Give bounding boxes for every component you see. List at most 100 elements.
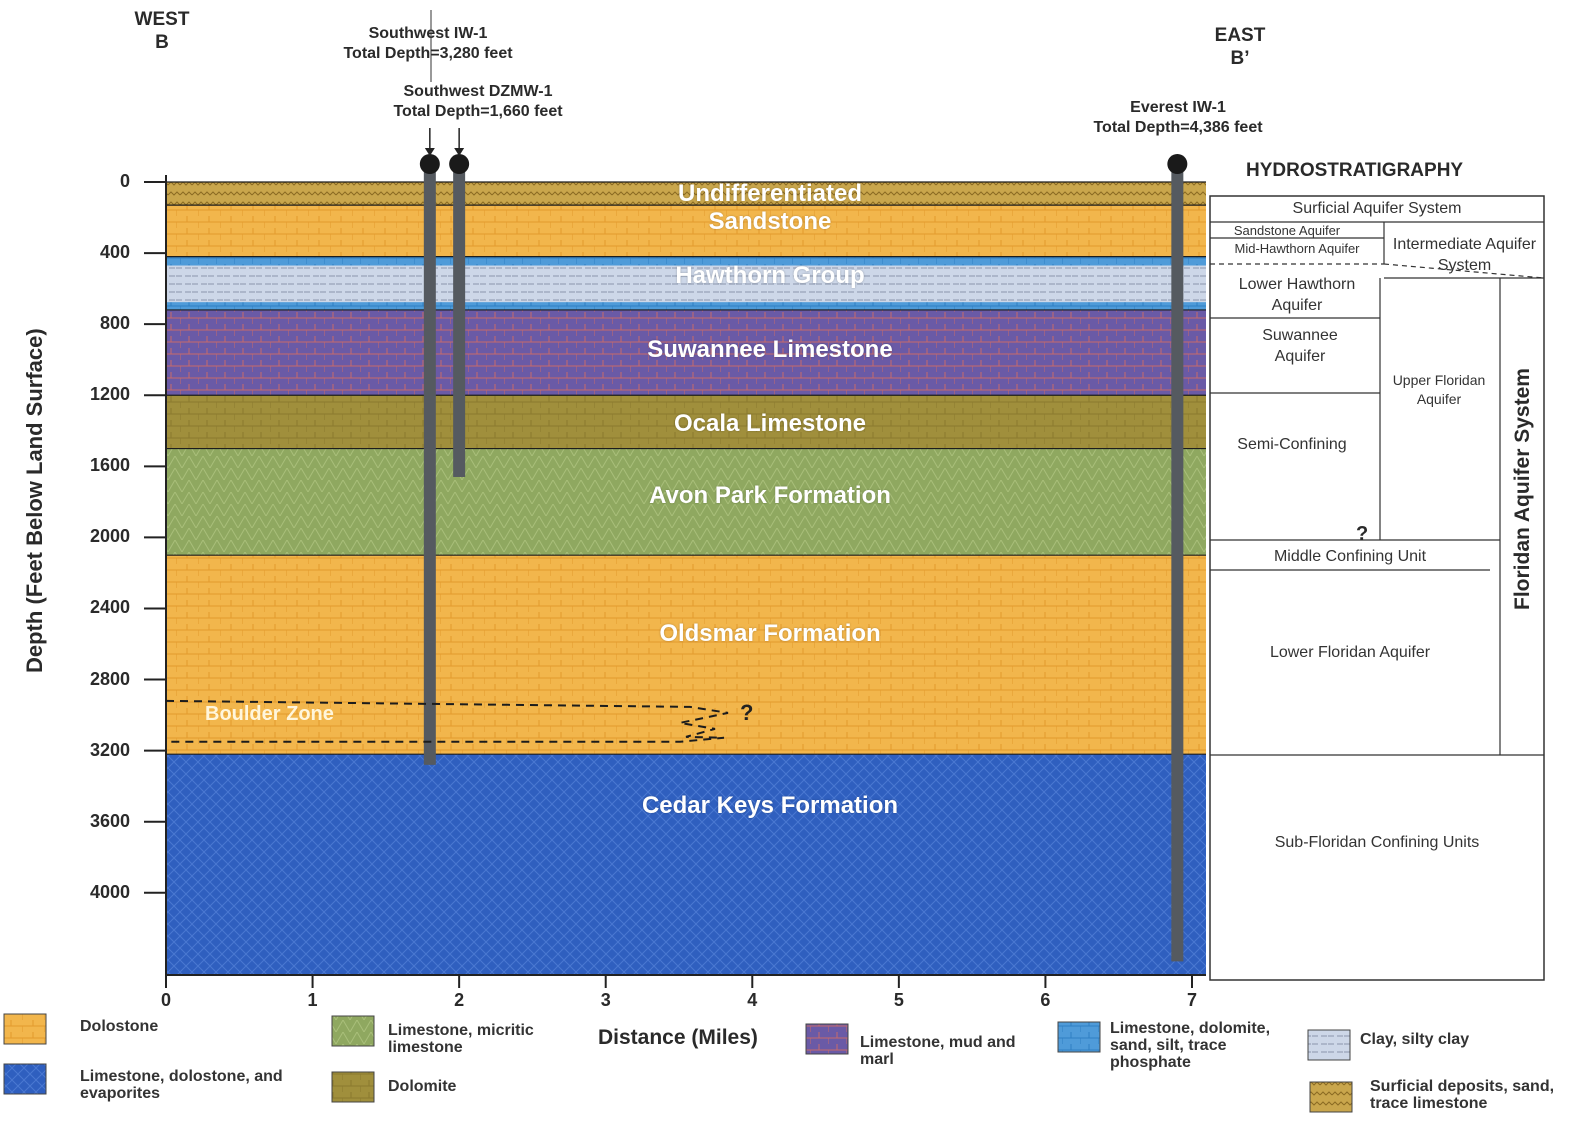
- legend-label-evaporites: Limestone, dolostone, and evaporites: [80, 1068, 283, 1102]
- well-name: Southwest DZMW-1: [403, 83, 553, 100]
- hydrostratigraphy-table: [1209, 195, 1545, 981]
- y-tick-label: 0: [119, 171, 130, 191]
- west-dir: WEST: [134, 9, 190, 30]
- x-tick-label: 3: [600, 990, 611, 1010]
- legend-label-phosphate: Limestone, dolomite, sand, silt, trace p…: [1110, 1020, 1271, 1071]
- hydro-title: HYDROSTRATIGRAPHY: [1246, 160, 1464, 181]
- x-tick-label: 7: [1186, 990, 1197, 1010]
- well-label-sw-dzmw1: Southwest DZMW-1 Total Depth=1,660 feet: [368, 82, 588, 122]
- y-tick-label: 4000: [89, 881, 130, 902]
- legend-swatch-dolomite: [331, 1071, 375, 1103]
- layer-sandstone: [166, 205, 1206, 257]
- layer-label-undifferentiated: Undifferentiated: [677, 180, 862, 207]
- legend-label-surficial: Surficial deposits, sand, trace limeston…: [1370, 1078, 1555, 1112]
- legend-swatches: [3, 1013, 1353, 1113]
- layer-label-ocala-limestone: Ocala Limestone: [673, 410, 867, 437]
- hydro-semi-confining: Semi-Confining: [1237, 436, 1347, 453]
- well-depth: Total Depth=3,280 feet: [343, 45, 513, 62]
- hydro-sandstone-aquifer: Sandstone Aquifer: [1233, 223, 1341, 238]
- y-tick-label: 3200: [89, 739, 130, 760]
- west-section-letter: B: [155, 32, 169, 53]
- hydro-lower-floridan: Lower Floridan Aquifer: [1269, 644, 1431, 661]
- hydro-mid-hawthorn: Mid-Hawthorn Aquifer: [1234, 241, 1360, 256]
- legend-label-clay: Clay, silty clay: [1360, 1031, 1470, 1048]
- east-label: EAST B’: [1200, 24, 1280, 70]
- legend-swatch-marl: [805, 1023, 849, 1055]
- layer-suwannee-limestone: [166, 309, 1206, 396]
- legend-swatch-dolostone: [3, 1013, 47, 1045]
- x-tick-label: 0: [160, 990, 171, 1010]
- legend-swatch-evaporites: [3, 1063, 47, 1095]
- hydro-intermediate: Intermediate Aquifer System: [1392, 236, 1537, 274]
- well-arrowhead: [454, 148, 465, 156]
- x-tick-label: 6: [1040, 990, 1051, 1010]
- axes: [144, 175, 1206, 988]
- legend-label-dolostone: Dolostone: [80, 1018, 159, 1035]
- well-name: Southwest IW-1: [368, 25, 488, 42]
- hydro-upper-floridan: Upper Floridan Aquifer: [1392, 372, 1486, 407]
- boulder-zone-question: ?: [740, 700, 754, 725]
- well-label-sw-iw1: Southwest IW-1 Total Depth=3,280 feet: [318, 24, 538, 64]
- legend-label-dolomite: Dolomite: [388, 1078, 457, 1095]
- y-tick-label: 2000: [89, 526, 130, 547]
- legend-swatch-phosphate: [1057, 1021, 1101, 1053]
- well-bores: [419, 10, 1188, 962]
- east-section-letter: B’: [1230, 48, 1250, 69]
- boulder-zone: [165, 699, 729, 743]
- legend-swatch-micritic: [331, 1015, 375, 1047]
- east-dir: EAST: [1214, 25, 1266, 46]
- y-tick-label: 3600: [89, 810, 130, 831]
- hydro-table-frame: [1209, 195, 1545, 981]
- legend-swatch-clay: [1307, 1029, 1351, 1061]
- legend-label-marl: Limestone, mud and marl: [860, 1034, 1016, 1068]
- hydro-surficial: Surficial Aquifer System: [1292, 200, 1462, 217]
- layer-cedar-keys-formation: [166, 754, 1206, 975]
- well-depth: Total Depth=4,386 feet: [1093, 119, 1263, 136]
- well-arrowhead: [424, 148, 435, 156]
- layer-label-cedar-keys-formation: Cedar Keys Formation: [641, 792, 899, 819]
- layer-label-oldsmar-formation: Oldsmar Formation: [659, 620, 881, 647]
- well-head: [419, 154, 440, 174]
- hydro-floridan-system: Floridan Aquifer System: [1511, 368, 1534, 610]
- hydro-sub-floridan: Sub-Floridan Confining Units: [1274, 834, 1480, 851]
- boulder-zone-label: Boulder Zone: [205, 703, 334, 725]
- layer-avon-park-formation: [166, 448, 1206, 556]
- hydro-lower-hawthorn: Lower Hawthorn Aquifer: [1238, 276, 1356, 314]
- layer-label-sandstone: Sandstone: [708, 208, 832, 235]
- layer-polygons: [166, 181, 1206, 975]
- x-tick-label: 4: [747, 990, 758, 1010]
- y-tick-label: 2800: [89, 668, 130, 689]
- x-tick-label: 1: [307, 990, 318, 1010]
- layer-ocala-limestone: [166, 395, 1206, 449]
- layer-label-hawthorn-group: Hawthorn Group: [675, 262, 865, 289]
- well-head: [449, 154, 470, 174]
- west-label: WEST B: [122, 8, 202, 54]
- well-bore: [423, 165, 436, 765]
- y-axis-title: Depth (Feet Below Land Surface): [22, 328, 47, 673]
- y-tick-label: 1200: [89, 384, 130, 405]
- y-tick-label: 800: [99, 313, 130, 334]
- boulder-zone-outline: [165, 699, 729, 743]
- y-tick-label: 2400: [89, 597, 130, 618]
- well-depth: Total Depth=1,660 feet: [393, 103, 563, 120]
- hydro-question: ?: [1356, 523, 1369, 545]
- hydro-middle-confining: Middle Confining Unit: [1273, 548, 1427, 565]
- well-bore: [453, 165, 466, 477]
- y-tick-label: 1600: [89, 455, 130, 476]
- well-head: [1167, 154, 1188, 174]
- y-tick-label: 400: [99, 242, 130, 263]
- legend-label-micritic: Limestone, micritic limestone: [388, 1022, 534, 1056]
- hydro-suwannee-aquifer: Suwannee Aquifer: [1262, 327, 1338, 365]
- well-label-everest-iw1: Everest IW-1 Total Depth=4,386 feet: [1068, 98, 1288, 138]
- well-bore: [1171, 165, 1184, 962]
- layer-label-suwannee-limestone: Suwannee Limestone: [647, 336, 893, 363]
- legend-swatch-surficial: [1309, 1081, 1353, 1113]
- clay-lens: [166, 292, 1206, 303]
- x-tick-label: 2: [454, 990, 465, 1010]
- layer-label-avon-park-formation: Avon Park Formation: [649, 482, 891, 509]
- x-axis-title: Distance (Miles): [598, 1026, 758, 1049]
- x-tick-label: 5: [893, 990, 904, 1010]
- well-name: Everest IW-1: [1130, 99, 1226, 116]
